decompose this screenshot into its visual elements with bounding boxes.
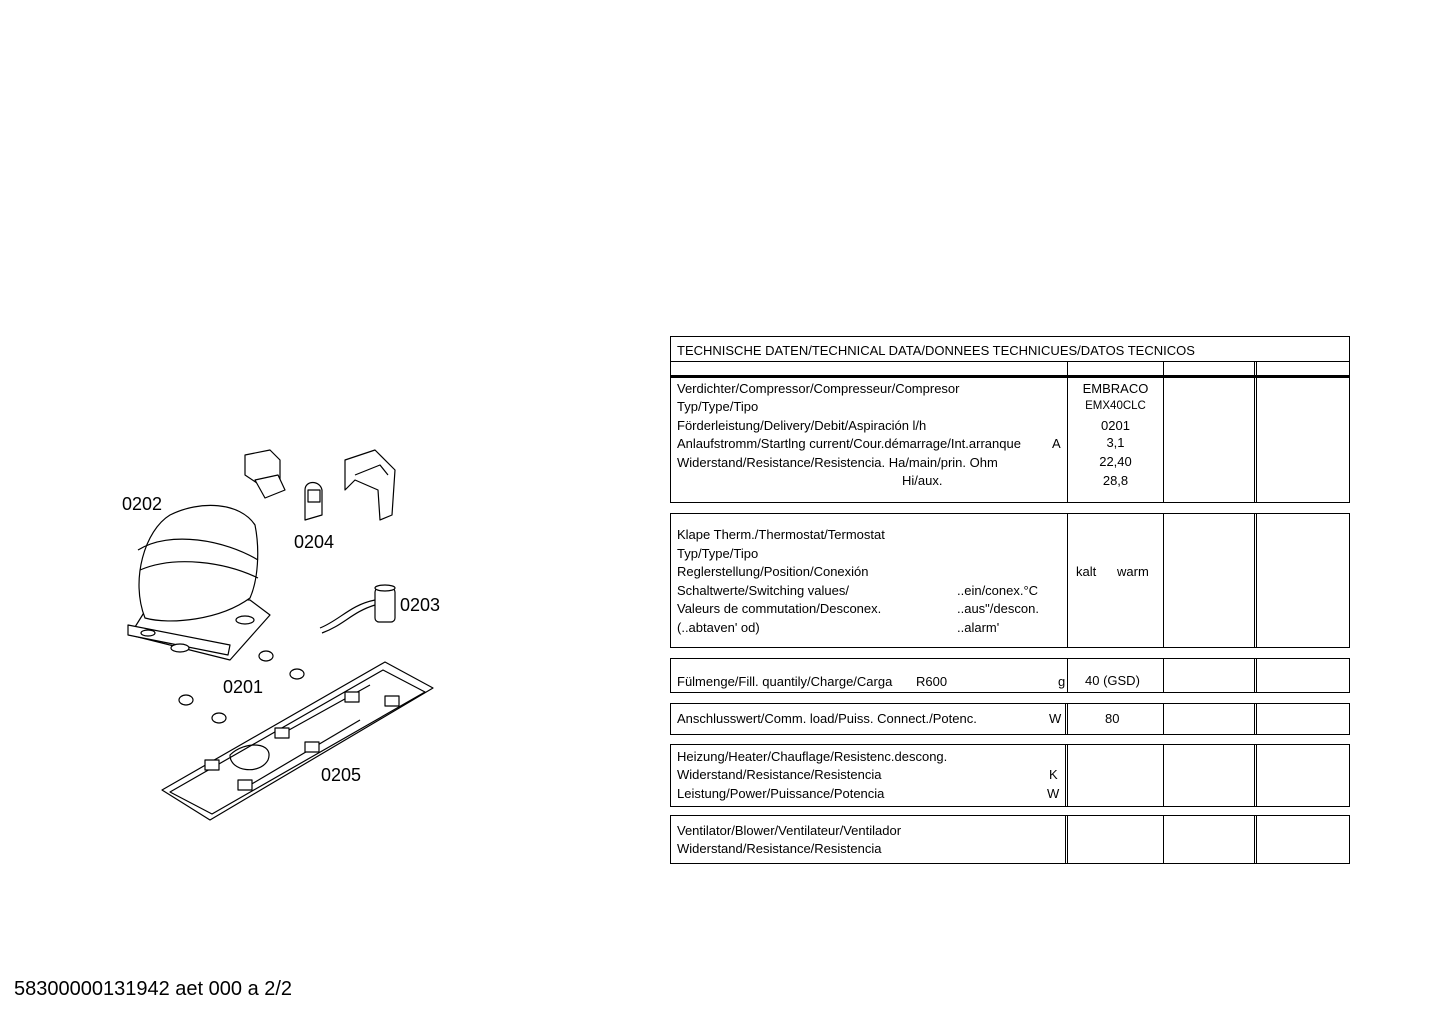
heater-label: Heizung/Heater/Chauflage/Resistenc.desco… [677, 749, 948, 764]
compressor-label: Verdichter/Compressor/Compresseur/Compre… [677, 381, 960, 396]
compressor-main-resistance-value: 22,40 [1099, 454, 1132, 469]
compressor-delivery-label: Förderleistung/Delivery/Debit/Aspiración… [677, 418, 927, 433]
thermostat-off-label: ..aus"/descon. [957, 601, 1039, 616]
thermostat-on-label: ..ein/conex.°C [957, 583, 1039, 598]
compressor-delivery-value: 0201 [1101, 418, 1130, 433]
fill-quantity-label: Fülmenge/Fill. quantily/Charge/Carga [677, 674, 893, 689]
connected-load-label: Anschlusswert/Comm. load/Puiss. Connect.… [677, 711, 977, 726]
heater-resistance-unit: K [1049, 767, 1058, 782]
thermostat-commutation-label: Valeurs de commutation/Desconex. [677, 601, 882, 616]
connected-load-value: 80 [1105, 711, 1120, 726]
technical-data-table: TECHNISCHE DATEN/TECHNICAL DATA/DONNEES … [670, 336, 1351, 866]
refrigerant-value: R600 [916, 674, 948, 689]
compressor-type-label: Typ/Type/Tipo [677, 399, 759, 414]
table-title: TECHNISCHE DATEN/TECHNICAL DATA/DONNEES … [677, 343, 1195, 358]
capacitor-drawing [319, 584, 396, 634]
blower-label: Ventilator/Blower/Ventilateur/Ventilador [677, 823, 902, 838]
connected-load-unit: W [1049, 711, 1062, 726]
compressor-aux-resistance-value: 28,8 [1102, 473, 1129, 488]
thermostat-alarm-label: ..alarm' [957, 620, 1000, 635]
compressor-model-value: EMX40CLC [1085, 400, 1146, 412]
compressor-starting-current-value: 3,1 [1106, 435, 1125, 450]
document-footer: 58300000131942 aet 000 a 2/2 [14, 978, 293, 1000]
thermostat-type-label: Typ/Type/Tipo [677, 546, 759, 561]
thermostat-cold-value: kalt [1076, 564, 1097, 579]
heater-block: Heizung/Heater/Chauflage/Resistenc.desco… [670, 744, 1350, 807]
base-plate-drawing [161, 661, 434, 821]
heater-power-unit: W [1047, 786, 1060, 801]
part-label-0204: 0204 [294, 532, 335, 552]
thermostat-block: Klape Therm./Thermostat/Termostat Typ/Ty… [670, 513, 1350, 648]
fill-quantity-block: Fülmenge/Fill. quantily/Charge/Carga R60… [670, 658, 1350, 693]
relay-drawing [244, 449, 396, 521]
thermostat-defrost-label: (..abtaven' od) [677, 620, 760, 635]
heater-power-label: Leistung/Power/Puissance/Potencia [677, 786, 885, 801]
blower-block: Ventilator/Blower/Ventilateur/Ventilador… [670, 815, 1350, 864]
part-label-0202: 0202 [122, 494, 163, 514]
thermostat-label: Klape Therm./Thermostat/Termostat [677, 527, 885, 542]
compressor-body-drawing [127, 504, 271, 661]
compressor-starting-current-unit: A [1052, 436, 1061, 451]
table-header-block: TECHNISCHE DATEN/TECHNICAL DATA/DONNEES … [670, 336, 1350, 378]
heater-resistance-label: Widerstand/Resistance/Resistencia [677, 767, 882, 782]
fill-quantity-unit: g [1058, 674, 1066, 689]
connected-load-block: Anschlusswert/Comm. load/Puiss. Connect.… [670, 703, 1350, 735]
compressor-resistance-label: Widerstand/Resistance/Resistencia. Ha/ma… [677, 455, 998, 470]
part-label-0201: 0201 [223, 677, 264, 697]
thermostat-warm-value: warm [1117, 564, 1149, 579]
compressor-exploded-drawing [127, 449, 434, 821]
fill-quantity-value: 40 (GSD) [1085, 673, 1140, 688]
compressor-starting-current-label: Anlaufstromm/Startlng current/Cour.démar… [677, 436, 1021, 451]
thermostat-switching-label: Schaltwerte/Switching values/ [677, 583, 849, 598]
part-label-0205: 0205 [321, 765, 362, 785]
part-label-0203: 0203 [400, 595, 441, 615]
compressor-aux-label: Hi/aux. [902, 473, 943, 488]
thermostat-position-label: Reglerstellung/Position/Conexión [677, 564, 869, 579]
blower-resistance-label: Widerstand/Resistance/Resistencia [677, 841, 882, 856]
compressor-block: Verdichter/Compressor/Compresseur/Compre… [670, 376, 1350, 503]
grommets-drawing [178, 650, 305, 724]
compressor-manufacturer-value: EMBRACO [1082, 381, 1149, 396]
